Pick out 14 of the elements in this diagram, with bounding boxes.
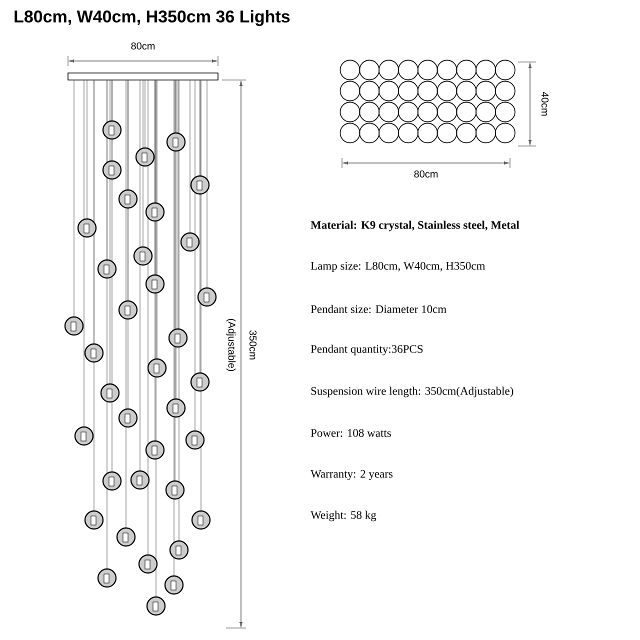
spec-text: Pendant quantity:36PCS [310,344,423,356]
dimension-label: 350cm [249,330,257,360]
spec-text: Weight: 58 kg [310,510,376,522]
spec-text: Pendant size: Diameter 10cm [310,304,446,314]
spec-text: Lamp size: L80cm, W40cm, H350cm [310,262,486,272]
dimension-label: 80cm [131,42,155,50]
dimension-label: 40cm [541,92,549,116]
dimension-label: (Adjustable) [226,318,236,372]
spec-text: Material: K9 crystal, Stainless steel, Metal [310,220,520,232]
spec-text: Warranty: 2 years [310,470,393,480]
title: L80cm, W40cm, H350cm 36 Lights [14,10,290,26]
spec-text: Power: 108 watts [310,429,391,437]
spec-text: Suspension wire length: 350cm(Adjustable) [311,386,514,398]
dimension-label: 80cm [414,170,438,178]
